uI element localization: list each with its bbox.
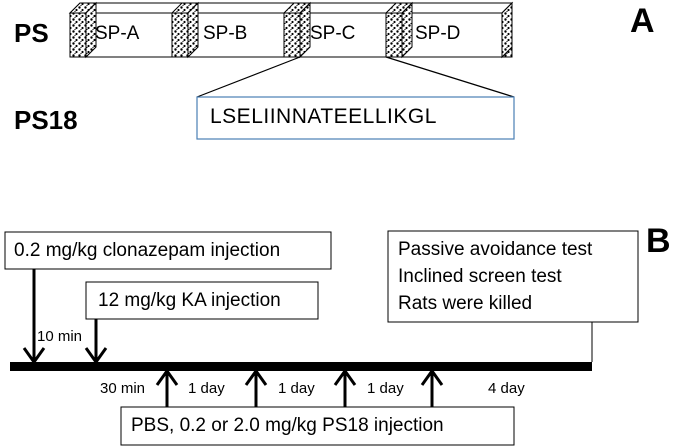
ps18-label: PS18 (14, 105, 78, 135)
clonazepam-arrow (22, 269, 46, 365)
clonazepam-label: 0.2 mg/kg clonazepam injection (14, 240, 281, 261)
segment-label-sp-b: SP-B (203, 23, 248, 44)
ps18-arrow (155, 368, 179, 407)
segment-label-sp-d: SP-D (415, 23, 461, 44)
ps18-injection-label: PBS, 0.2 or 2.0 mg/kg PS18 injection (131, 415, 444, 436)
ps18-arrow (244, 368, 268, 407)
zoom-line-left (196, 56, 301, 98)
interval-4day-label: 4 day (488, 380, 525, 397)
tests-list: Passive avoidance test Inclined screen t… (398, 236, 592, 317)
hatched-block (384, 1, 414, 59)
hatched-block (68, 1, 98, 59)
ka-box (85, 281, 319, 320)
ps18-injection-box (120, 406, 515, 446)
interval-day-label: 1 day (188, 380, 225, 397)
ps-bar (68, 1, 514, 59)
segment-label-sp-a: SP-A (95, 23, 140, 44)
ps18-arrow (333, 368, 357, 407)
interval-day-label: 1 day (367, 380, 404, 397)
hatched-block (501, 1, 513, 59)
interval-day-label: 1 day (278, 380, 315, 397)
test-item-rats-killed: Rats were killed (398, 293, 533, 314)
ps18-arrow (420, 368, 444, 407)
segment-label-sp-c: SP-C (310, 23, 356, 44)
sequence-box (196, 96, 515, 140)
test-item-passive-avoidance: Passive avoidance test (398, 239, 593, 260)
test-item-inclined-screen: Inclined screen test (398, 266, 562, 287)
interval-10min-label: 10 min (37, 328, 83, 345)
panel-letter-b: B (646, 222, 671, 260)
hatched-block (170, 1, 200, 59)
zoom-line-right (385, 56, 515, 98)
ka-label: 12 mg/kg KA injection (98, 290, 281, 311)
tests-box (387, 230, 639, 323)
panel-letter-a: A (630, 2, 655, 40)
interval-30min-label: 30 min (100, 380, 146, 397)
hatched-block (282, 1, 312, 59)
timeline-bar (10, 362, 592, 371)
clonazepam-box (4, 231, 332, 270)
peptide-sequence: LSELIINNATEELLIKGL (210, 105, 437, 128)
ka-arrow (84, 319, 108, 365)
ps-label: PS (14, 18, 49, 48)
